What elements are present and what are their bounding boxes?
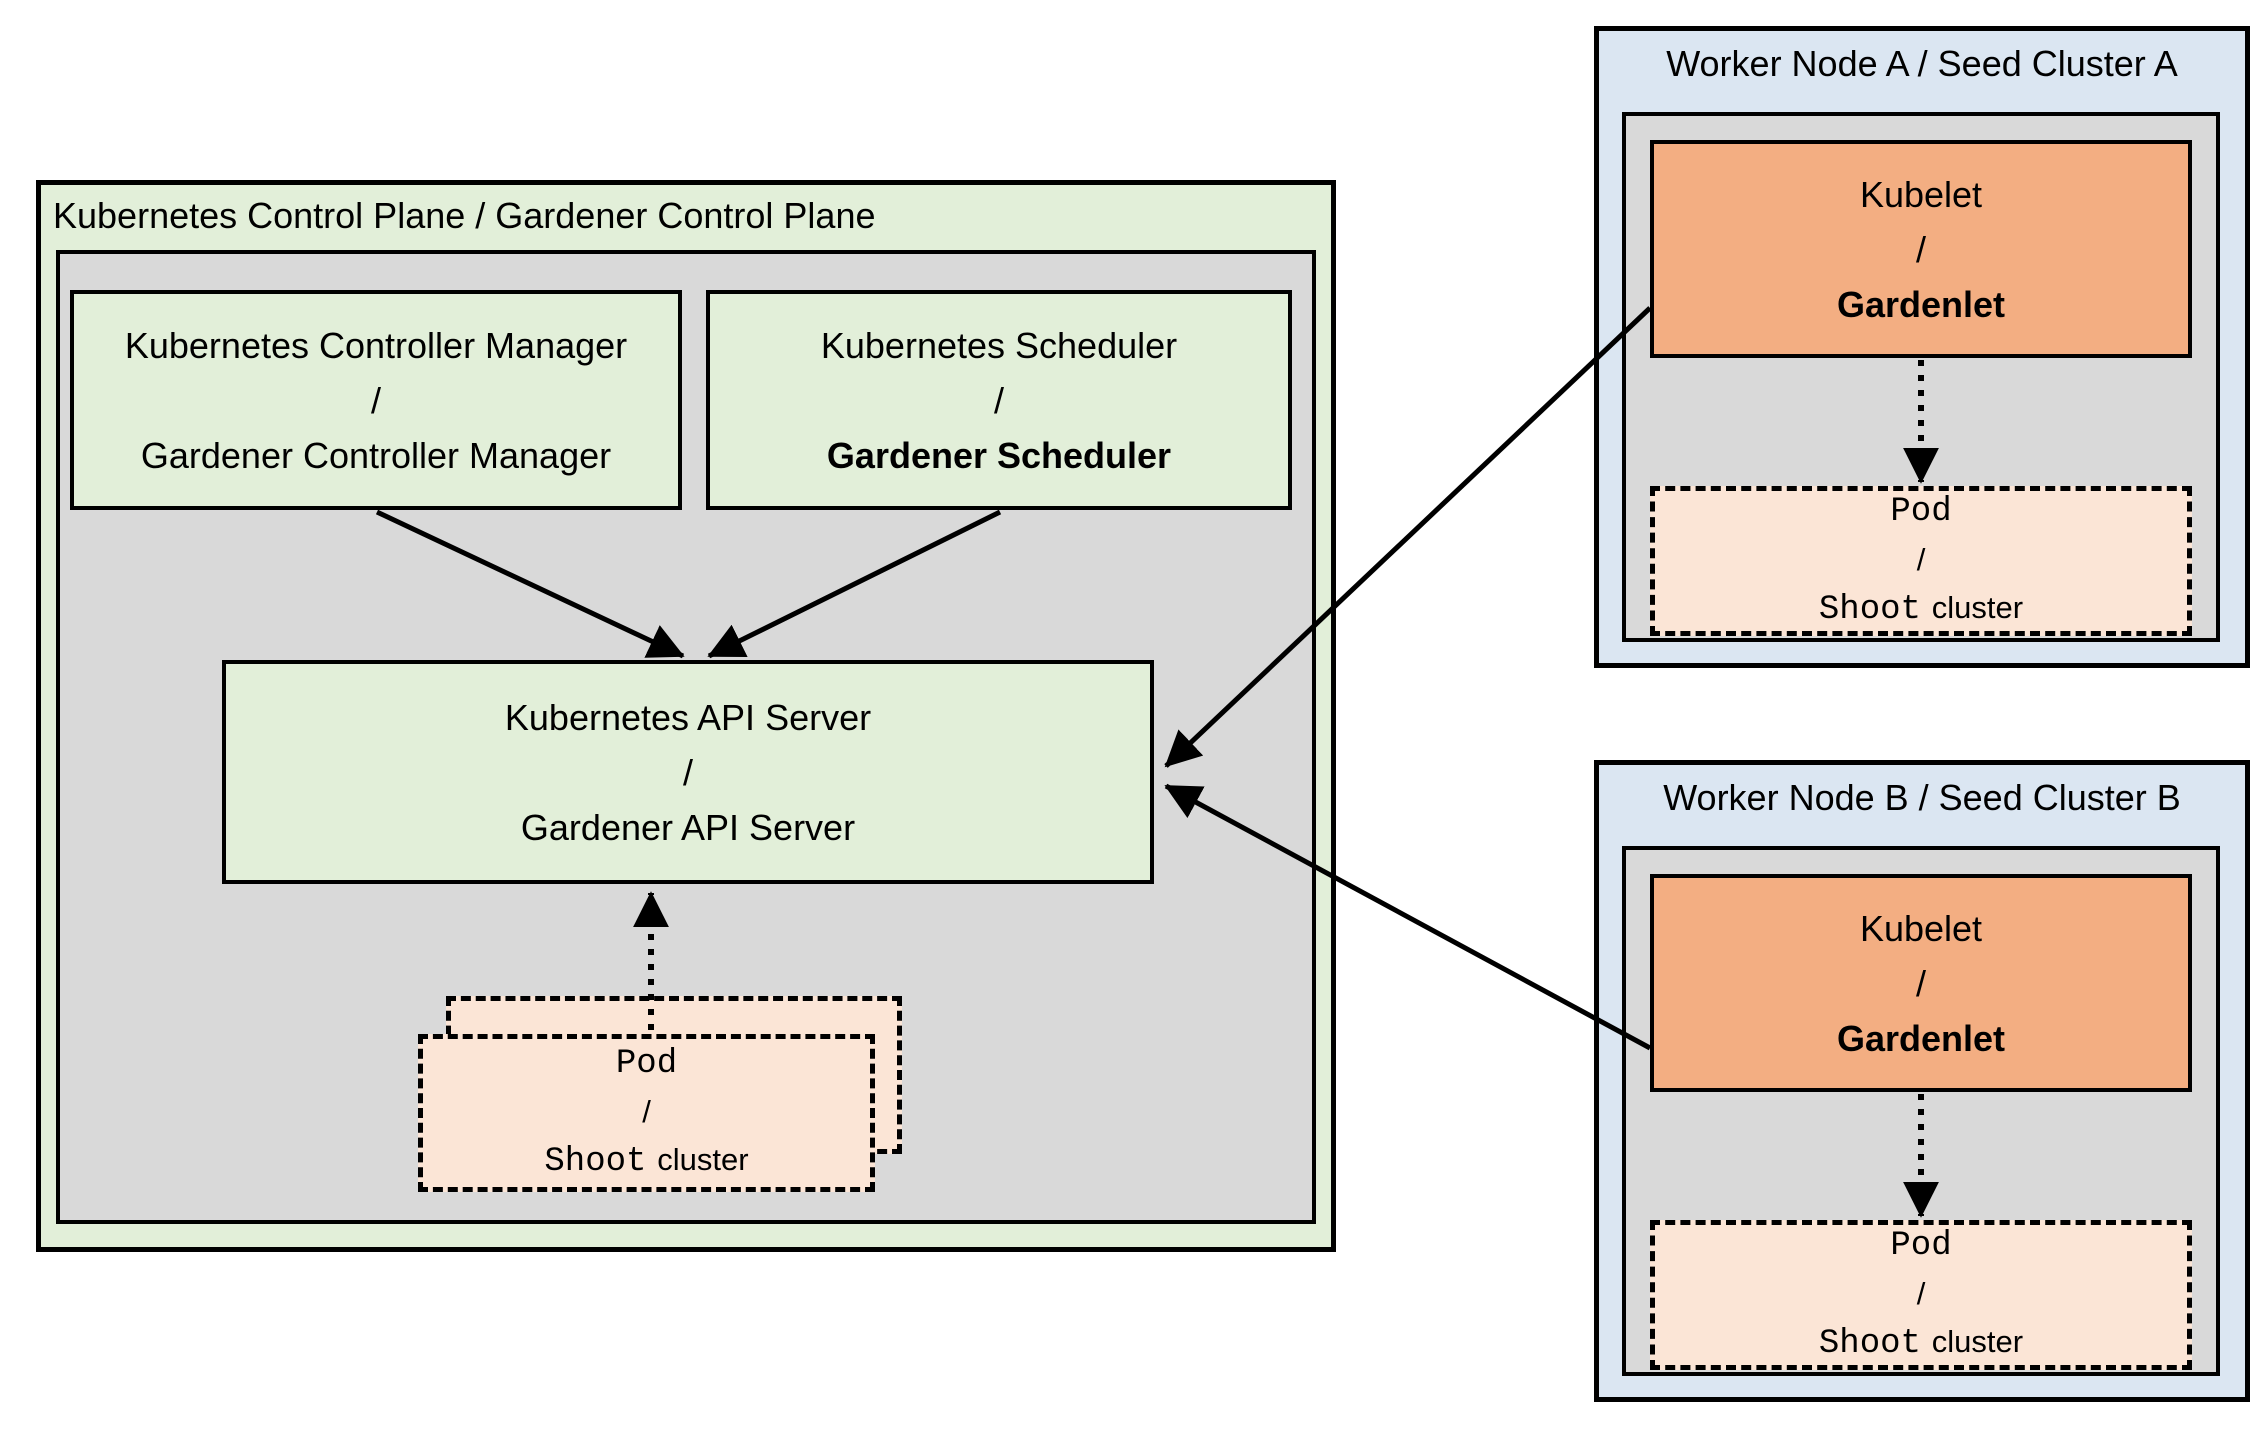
kubelet-b-slash: / [1915,962,1926,1004]
worker-node-b-inner-box: Kubelet / Gardenlet Pod / Shoot cluster [1622,846,2220,1376]
pod-line3-shoot: Shoot [544,1143,647,1181]
worker-node-b-box: Worker Node B / Seed Cluster B Kubelet /… [1594,760,2250,1402]
kubelet-a-slash: / [1915,228,1926,270]
controller-manager-line3: Gardener Controller Manager [140,434,612,476]
kubelet-a-line1: Kubelet [1859,173,1983,215]
pod-shoot-box: Pod / Shoot cluster [418,1034,875,1192]
pod-slash: / [642,1094,651,1129]
pod-b-line3-shoot: Shoot [1818,1325,1921,1363]
pod-a-line3-cluster: cluster [1931,590,2024,625]
pod-line1: Pod [615,1045,678,1083]
kubelet-a-line3: Gardenlet [1836,283,2006,325]
pod-line3-cluster: cluster [657,1142,749,1177]
scheduler-slash: / [993,379,1004,421]
pod-a-line3-shoot: Shoot [1818,591,1921,629]
api-server-slash: / [682,751,693,793]
controller-manager-slash: / [370,379,381,421]
api-server-line3: Gardener API Server [520,806,856,848]
kubelet-a-box: Kubelet / Gardenlet [1650,140,2192,358]
scheduler-line3: Gardener Scheduler [826,434,1172,476]
pod-b-line3: Shoot cluster [1819,1318,2023,1368]
kubelet-b-line1: Kubelet [1859,907,1983,949]
pod-shoot-box-b: Pod / Shoot cluster [1650,1220,2192,1370]
worker-node-a-inner-box: Kubelet / Gardenlet Pod / Shoot cluster [1622,112,2220,642]
pod-b-line3-cluster: cluster [1931,1324,2024,1359]
control-plane-inner-box: Kubernetes Controller Manager / Gardener… [56,250,1316,1224]
controller-manager-line1: Kubernetes Controller Manager [124,324,628,366]
controller-manager-box: Kubernetes Controller Manager / Gardener… [70,290,682,510]
scheduler-line1: Kubernetes Scheduler [820,324,1178,366]
worker-node-a-box: Worker Node A / Seed Cluster A Kubelet /… [1594,26,2250,668]
pod-a-line3: Shoot cluster [1819,584,2023,634]
pod-shoot-box-a: Pod / Shoot cluster [1650,486,2192,636]
kubelet-b-box: Kubelet / Gardenlet [1650,874,2192,1092]
worker-node-a-title: Worker Node A / Seed Cluster A [1666,43,2178,84]
scheduler-box: Kubernetes Scheduler / Gardener Schedule… [706,290,1292,510]
api-server-line1: Kubernetes API Server [504,696,872,738]
pod-line3: Shoot cluster [544,1136,748,1186]
control-plane-box: Kubernetes Control Plane / Gardener Cont… [36,180,1336,1252]
pod-b-slash: / [1916,1276,1926,1311]
control-plane-title: Kubernetes Control Plane / Gardener Cont… [53,195,876,236]
api-server-box: Kubernetes API Server / Gardener API Ser… [222,660,1154,884]
pod-b-line1: Pod [1890,1227,1952,1265]
pod-a-line1: Pod [1890,493,1952,531]
worker-node-b-title: Worker Node B / Seed Cluster B [1663,777,2181,818]
kubelet-b-line3: Gardenlet [1836,1017,2006,1059]
pod-a-slash: / [1916,542,1926,577]
